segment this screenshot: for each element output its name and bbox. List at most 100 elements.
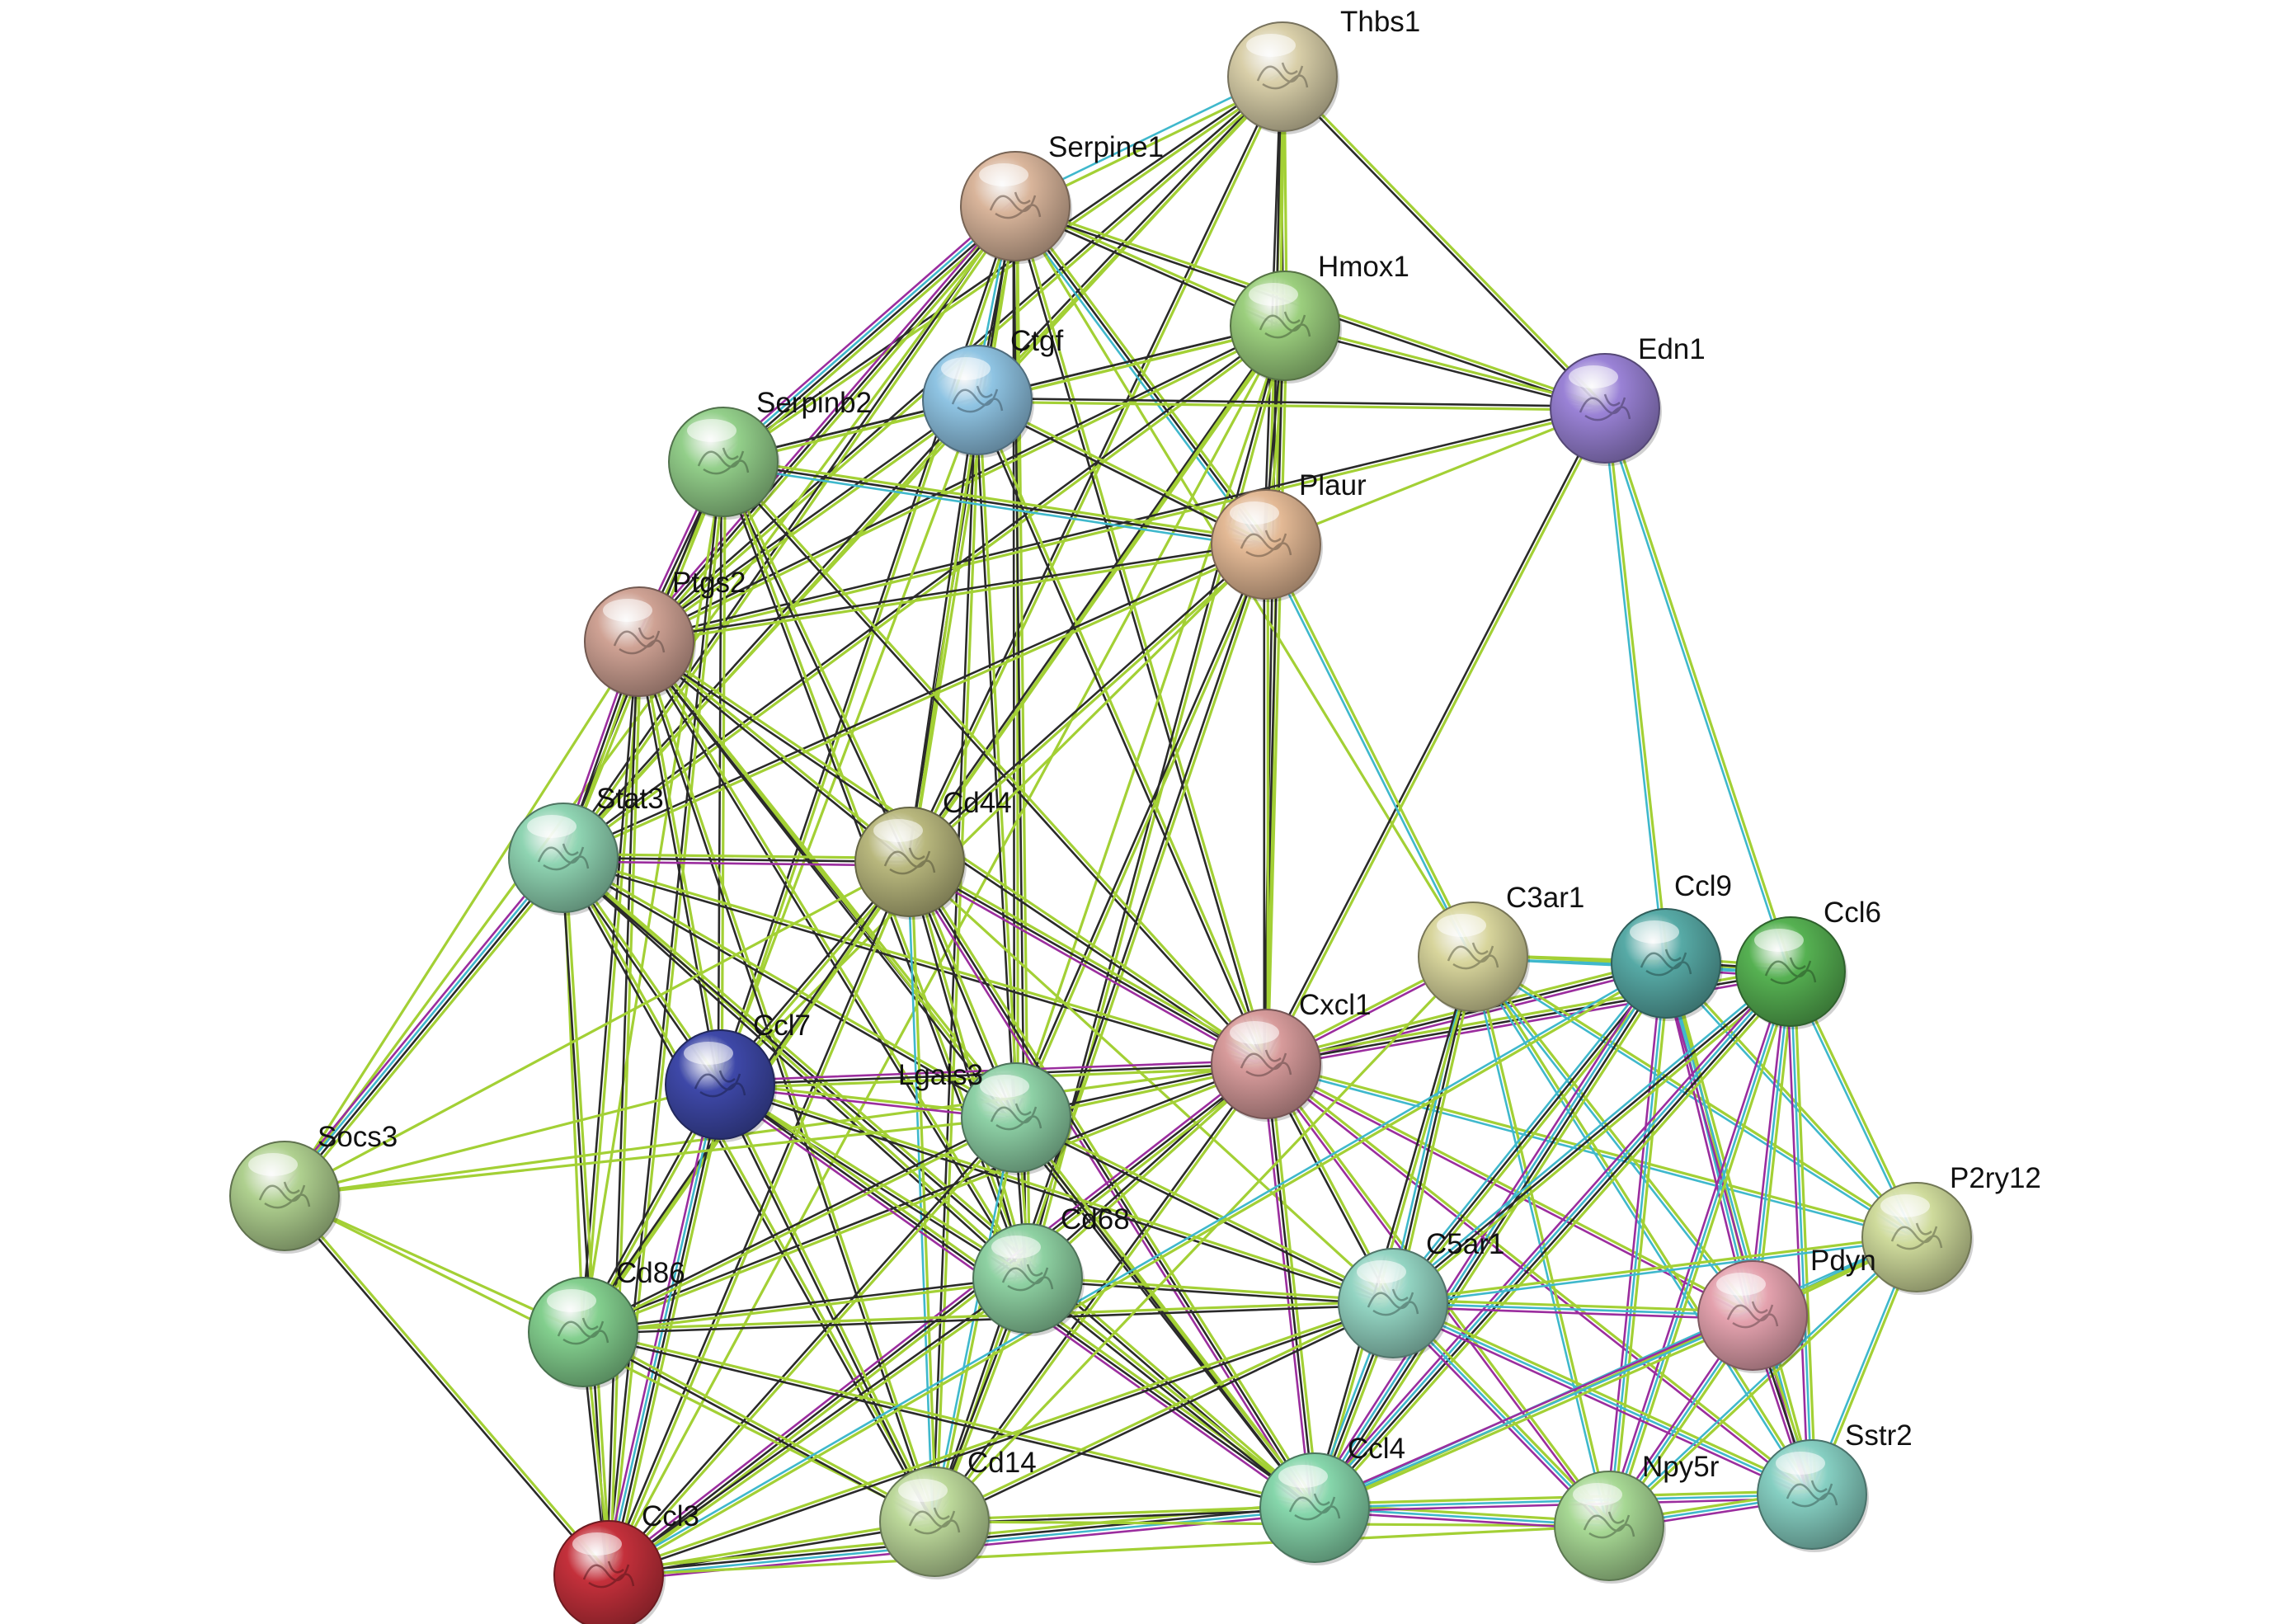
node-highlight xyxy=(1573,1483,1622,1506)
edge-c3ar1-ccl4 xyxy=(1311,955,1473,1509)
node-hmox1[interactable]: Hmox1 xyxy=(1230,251,1409,384)
node-cd14[interactable]: Cd14 xyxy=(879,1447,1037,1579)
edge-hmox1-ptgs2 xyxy=(637,322,1286,642)
edge-c3ar1-p2ry12 xyxy=(1471,957,1918,1240)
node-ccl6[interactable]: Ccl6 xyxy=(1735,897,1881,1029)
node-label: Stat3 xyxy=(596,783,664,815)
edge-ccl9-ccl4 xyxy=(1315,963,1669,1510)
node-ccl7[interactable]: Ccl7 xyxy=(665,1010,811,1142)
node-cxcl1[interactable]: Cxcl1 xyxy=(1211,989,1372,1122)
edge-stat3-ccl4 xyxy=(561,858,1315,1510)
node-c5ar1[interactable]: C5ar1 xyxy=(1338,1228,1504,1361)
edge-ccl6-npy5r xyxy=(1604,969,1788,1526)
node-highlight xyxy=(684,1042,733,1065)
node-serpinb2[interactable]: Serpinb2 xyxy=(668,387,872,520)
edge-ccl3-c5ar1 xyxy=(608,1303,1395,1579)
edge-ccl6-npy5r xyxy=(1607,970,1792,1528)
edge-serpine1-ptgs2 xyxy=(638,205,1017,643)
edge-pdyn-ccl4 xyxy=(1313,1314,1754,1509)
edge-edn1-plaur xyxy=(1264,407,1607,546)
edge-cd86-ccl4 xyxy=(581,1332,1315,1511)
edge-cd44-c5ar1 xyxy=(908,860,1395,1305)
edge-cxcl1-socs3 xyxy=(283,1062,1268,1198)
edge-stat3-cd14 xyxy=(563,855,938,1523)
edge-ccl7-c5ar1 xyxy=(718,1085,1394,1306)
node-label: Lgals3 xyxy=(898,1059,983,1091)
edge-edn1-cxcl1 xyxy=(1266,407,1608,1066)
node-highlight xyxy=(687,419,736,442)
protein-structure-icon xyxy=(1288,1493,1341,1521)
node-ccl9[interactable]: Ccl9 xyxy=(1611,870,1732,1021)
node-ctgf[interactable]: Ctgf xyxy=(922,325,1063,458)
node-plaur[interactable]: Plaur xyxy=(1211,469,1367,602)
edge-ccl9-ccl4 xyxy=(1311,961,1666,1509)
edge-cxcl1-cd14 xyxy=(931,1061,1266,1522)
node-pdyn[interactable]: Pdyn xyxy=(1697,1245,1876,1373)
node-label: Cxcl1 xyxy=(1299,989,1372,1021)
node-serpine1[interactable]: Serpine1 xyxy=(960,131,1164,264)
protein-structure-icon xyxy=(582,1560,635,1589)
edge-serpine1-ptgs2 xyxy=(635,202,1014,641)
edge-serpine1-serpinb2 xyxy=(723,206,1018,465)
edge-cd44-ccl4 xyxy=(911,858,1320,1508)
node-highlight xyxy=(1754,929,1804,952)
edge-stat3-cd68 xyxy=(562,854,1031,1278)
edge-ctgf-cxcl1 xyxy=(977,398,1269,1065)
node-ccl4[interactable]: Ccl4 xyxy=(1259,1433,1405,1565)
edge-ctgf-cd44 xyxy=(906,398,977,863)
edge-ccl9-p2ry12 xyxy=(1664,963,1917,1240)
edge-c3ar1-pdyn xyxy=(1473,953,1756,1316)
edge-lgals3-ccl3 xyxy=(605,1115,1016,1575)
node-ccl3[interactable]: Ccl3 xyxy=(553,1500,699,1624)
node-edn1[interactable]: Edn1 xyxy=(1550,333,1706,466)
node-npy5r[interactable]: Npy5r xyxy=(1554,1451,1720,1584)
node-stat3[interactable]: Stat3 xyxy=(508,783,664,916)
edge-thbs1-ctgf xyxy=(975,74,1282,400)
edge-serpinb2-plaur xyxy=(722,456,1268,543)
node-socs3[interactable]: Socs3 xyxy=(229,1121,398,1254)
edge-c3ar1-c5ar1 xyxy=(1395,956,1479,1306)
protein-structure-icon xyxy=(1579,393,1631,421)
edge-edn1-ctgf xyxy=(976,400,1607,412)
edge-stat3-ccl3 xyxy=(560,856,609,1577)
protein-structure-icon xyxy=(258,1181,311,1209)
edge-lgals3-cd86 xyxy=(582,1118,1019,1335)
node-label: C3ar1 xyxy=(1506,882,1584,914)
node-highlight xyxy=(898,1479,948,1502)
edge-cd68-ccl4 xyxy=(1025,1278,1315,1511)
node-lgals3[interactable]: Lgals3 xyxy=(898,1059,1073,1175)
node-label: Ccl7 xyxy=(753,1010,811,1042)
node-cd68[interactable]: Cd68 xyxy=(972,1203,1130,1336)
edge-ptgs2-socs3 xyxy=(283,640,641,1198)
edge-lgals3-c5ar1 xyxy=(1015,1114,1395,1303)
edge-cxcl1-pdyn xyxy=(1265,1061,1755,1316)
edge-plaur-stat3 xyxy=(562,544,1268,861)
node-ptgs2[interactable]: Ptgs2 xyxy=(584,567,746,699)
edge-edn1-ccl9 xyxy=(1605,407,1669,965)
edge-serpinb2-cd86 xyxy=(581,460,725,1334)
edge-c3ar1-c5ar1 xyxy=(1388,954,1471,1304)
node-label: Ccl3 xyxy=(642,1500,699,1532)
edge-ccl6-c5ar1 xyxy=(1391,970,1792,1305)
node-c3ar1[interactable]: C3ar1 xyxy=(1418,882,1584,1014)
node-sstr2[interactable]: Sstr2 xyxy=(1757,1419,1913,1552)
edge-p2ry12-npy5r xyxy=(1608,1236,1920,1529)
edge-serpine1-cxcl1 xyxy=(1012,205,1266,1066)
node-cd44[interactable]: Cd44 xyxy=(854,787,1012,920)
node-cd86[interactable]: Cd86 xyxy=(528,1257,685,1390)
node-thbs1[interactable]: Thbs1 xyxy=(1227,6,1420,134)
edge-ctgf-ptgs2 xyxy=(638,400,980,645)
edge-ptgs2-cd68 xyxy=(636,641,1028,1281)
node-label: Plaur xyxy=(1299,469,1367,501)
edge-cd68-ccl3 xyxy=(606,1275,1028,1575)
edge-ccl6-ccl4 xyxy=(1312,969,1791,1508)
edge-cxcl1-p2ry12 xyxy=(1264,1064,1918,1240)
edge-c5ar1-sstr2 xyxy=(1390,1305,1812,1499)
edge-ccl7-cd14 xyxy=(720,1082,938,1523)
protein-structure-icon xyxy=(557,1317,609,1345)
edge-serpinb2-cxcl1 xyxy=(723,459,1269,1065)
node-p2ry12[interactable]: P2ry12 xyxy=(1861,1162,2041,1295)
edge-cd44-ccl3 xyxy=(609,861,913,1578)
edge-edn1-ccl6 xyxy=(1602,407,1791,973)
